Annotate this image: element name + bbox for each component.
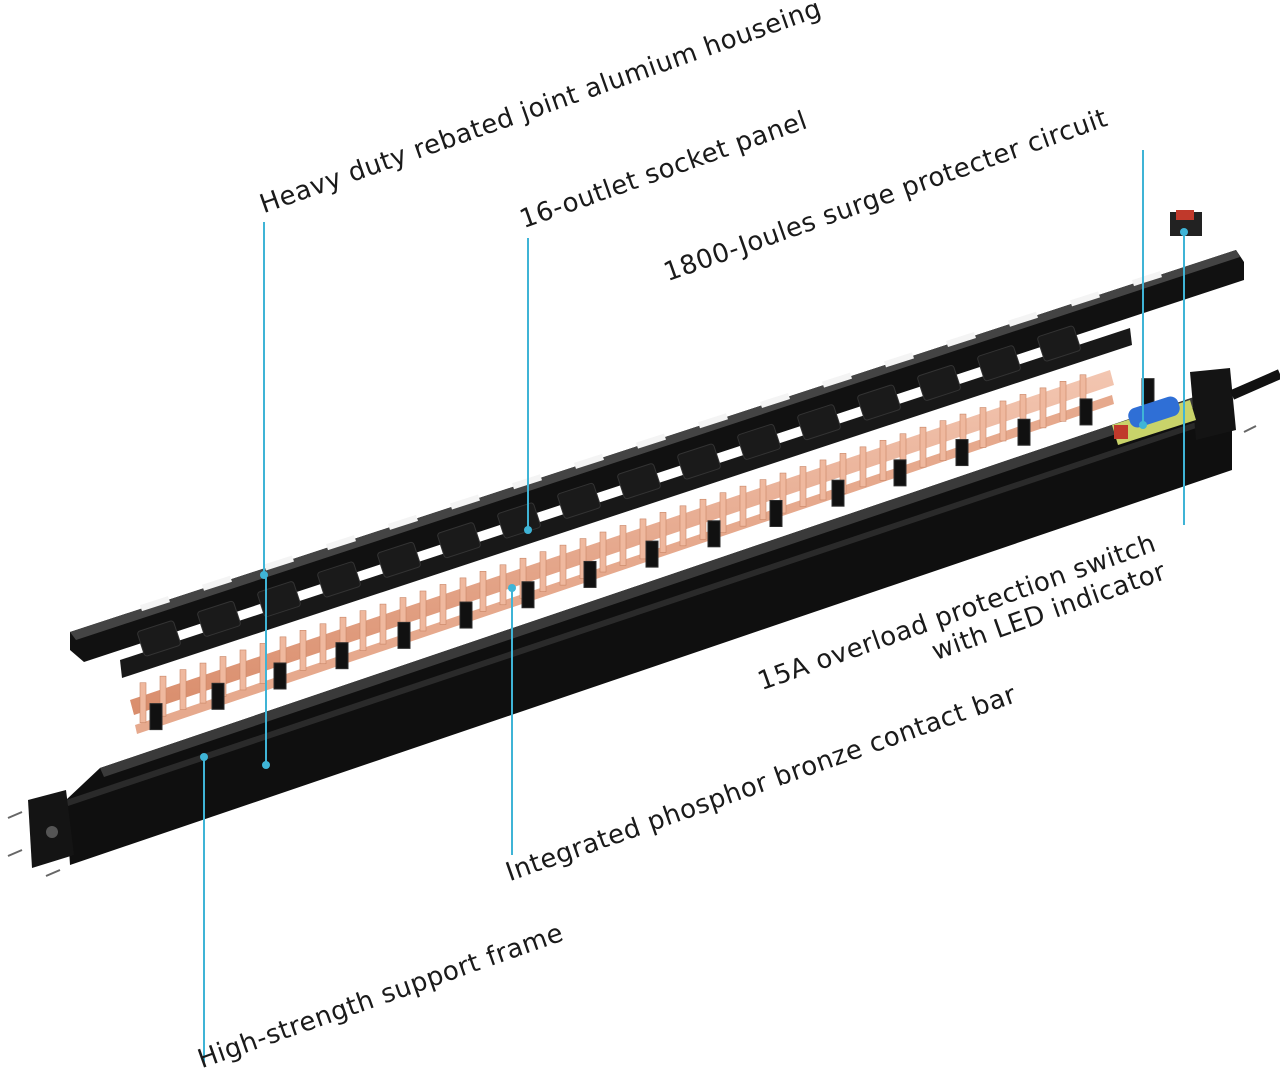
contact-tooth bbox=[859, 446, 867, 488]
contact-tooth bbox=[359, 610, 367, 651]
cover-slot bbox=[884, 352, 914, 368]
contact-tooth bbox=[299, 630, 307, 671]
contact-tooth bbox=[599, 531, 607, 573]
contact-tooth bbox=[379, 603, 387, 645]
frame-post bbox=[1079, 398, 1093, 426]
surge-circuit-icon bbox=[1112, 396, 1196, 445]
contact-tooth bbox=[579, 538, 587, 579]
contact-tooth bbox=[979, 407, 987, 448]
frame-post bbox=[149, 703, 163, 731]
contact-tooth bbox=[619, 525, 627, 566]
contact-tooth bbox=[319, 623, 327, 665]
outlet-icon bbox=[677, 443, 721, 480]
outlet-icon bbox=[617, 463, 661, 500]
frame-post bbox=[831, 479, 845, 507]
contact-tooth bbox=[1039, 387, 1047, 429]
support-frame bbox=[28, 368, 1280, 868]
contact-tooth bbox=[659, 512, 667, 553]
cover-slot bbox=[450, 494, 480, 510]
outlet-icon bbox=[437, 522, 481, 559]
cover-slot bbox=[760, 392, 790, 408]
cover-slot bbox=[1132, 271, 1162, 287]
cover-slot bbox=[636, 433, 666, 449]
frame-post bbox=[521, 581, 535, 609]
contact-bar bbox=[130, 370, 1114, 734]
outlet-icon bbox=[197, 600, 241, 637]
outlet-icon bbox=[257, 581, 301, 618]
outlet-icon bbox=[737, 423, 781, 460]
frame-post bbox=[769, 499, 783, 527]
contact-tooth bbox=[239, 649, 247, 691]
outlet-icon bbox=[557, 482, 601, 519]
contact-tooth bbox=[819, 459, 827, 501]
outlet-icon bbox=[977, 345, 1021, 382]
socket-panel bbox=[120, 325, 1132, 678]
frame-post bbox=[459, 601, 473, 629]
frame-post bbox=[955, 439, 969, 467]
outlet-icon bbox=[797, 404, 841, 441]
outlet-icon bbox=[917, 364, 961, 401]
contact-tooth bbox=[419, 590, 427, 632]
frame-post bbox=[583, 560, 597, 588]
cover-slot bbox=[698, 413, 728, 429]
cover-slot bbox=[1070, 291, 1100, 307]
contact-tooth bbox=[699, 498, 707, 540]
cover-slot bbox=[140, 596, 170, 612]
frame-post bbox=[707, 520, 721, 548]
contact-tooth bbox=[159, 675, 167, 717]
contact-tooth bbox=[779, 472, 787, 514]
top-cover-housing bbox=[70, 250, 1244, 662]
contact-tooth bbox=[499, 564, 507, 606]
contact-tooth bbox=[939, 420, 947, 461]
cover-slot bbox=[822, 372, 852, 388]
contact-tooth bbox=[919, 426, 927, 468]
leader-lines bbox=[200, 150, 1188, 1062]
outlet-icon bbox=[317, 561, 361, 598]
frame-post bbox=[273, 662, 287, 690]
outlet-icon bbox=[1037, 325, 1081, 362]
frame-post bbox=[397, 621, 411, 649]
screws-icon bbox=[7, 425, 1257, 877]
contact-tooth bbox=[539, 551, 547, 592]
contact-tooth bbox=[139, 682, 147, 724]
cover-slot bbox=[326, 535, 356, 551]
contact-tooth bbox=[199, 662, 207, 704]
cover-slot bbox=[574, 453, 604, 469]
frame-post bbox=[211, 682, 225, 710]
contact-tooth bbox=[479, 571, 487, 612]
cover-slot bbox=[202, 575, 232, 591]
frame-post bbox=[893, 459, 907, 487]
contact-tooth bbox=[799, 466, 807, 507]
frame-post bbox=[645, 540, 659, 568]
contact-tooth bbox=[999, 400, 1007, 442]
contact-tooth bbox=[439, 584, 447, 625]
contact-tooth bbox=[739, 485, 747, 527]
frame-post bbox=[1017, 418, 1031, 446]
contact-tooth bbox=[679, 505, 687, 547]
outlet-icon bbox=[857, 384, 901, 421]
contact-tooth bbox=[719, 492, 727, 534]
contact-tooth bbox=[179, 669, 187, 710]
contact-tooth bbox=[879, 439, 887, 481]
contact-tooth bbox=[559, 544, 567, 586]
cover-slot bbox=[264, 555, 294, 571]
frame-post bbox=[335, 642, 349, 670]
outlet-icon bbox=[137, 620, 181, 657]
cover-slot bbox=[946, 332, 976, 348]
cover-slot bbox=[388, 514, 418, 530]
contact-tooth bbox=[639, 518, 647, 560]
contact-tooth bbox=[759, 479, 767, 520]
contact-tooth bbox=[1059, 381, 1067, 422]
outlet-icon bbox=[377, 541, 421, 578]
cover-slot bbox=[1008, 311, 1038, 327]
